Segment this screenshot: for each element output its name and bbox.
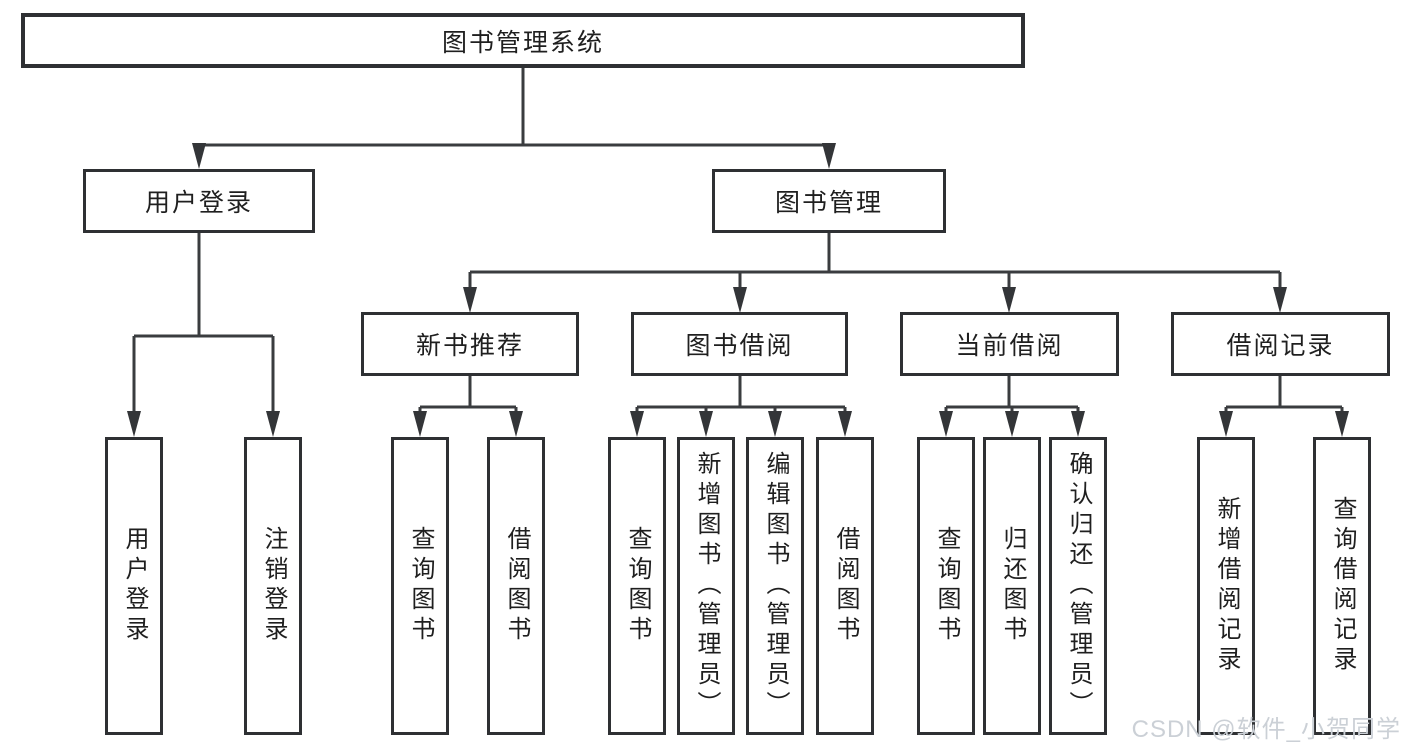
node-user-login: 用户登录: [83, 169, 315, 233]
leaf-borrow-books-1-label: 借阅图书: [503, 526, 530, 646]
node-root: 图书管理系统: [21, 13, 1025, 68]
node-user-login-label: 用户登录: [144, 189, 253, 217]
leaf-query-books-3-label: 查询图书: [933, 526, 960, 646]
leaf-user-login: 用户登录: [105, 437, 163, 735]
node-borrow-record: 借阅记录: [1171, 312, 1390, 376]
leaf-edit-books-admin-label: 编辑图书（管理员）: [762, 451, 789, 721]
node-new-book-recommend: 新书推荐: [361, 312, 579, 376]
node-borrow-record-label: 借阅记录: [1226, 332, 1335, 360]
node-root-label: 图书管理系统: [441, 28, 604, 57]
leaf-return-books: 归还图书: [983, 437, 1041, 735]
leaf-add-borrow-record-label: 新增借阅记录: [1213, 496, 1240, 676]
node-current-borrow-label: 当前借阅: [955, 332, 1064, 360]
leaf-query-books-2: 查询图书: [608, 437, 666, 735]
leaf-logout: 注销登录: [244, 437, 302, 735]
node-book-management-label: 图书管理: [774, 189, 883, 217]
leaf-query-books-3: 查询图书: [917, 437, 975, 735]
leaf-add-borrow-record: 新增借阅记录: [1197, 437, 1255, 735]
node-book-borrow-label: 图书借阅: [685, 332, 794, 360]
leaf-add-books-admin: 新增图书（管理员）: [677, 437, 735, 735]
leaf-return-books-label: 归还图书: [999, 526, 1026, 646]
leaf-confirm-return-admin-label: 确认归还（管理员）: [1065, 451, 1092, 721]
leaf-borrow-books-2-label: 借阅图书: [832, 526, 859, 646]
node-book-management: 图书管理: [712, 169, 946, 233]
leaf-query-books-1: 查询图书: [391, 437, 449, 735]
leaf-borrow-books-1: 借阅图书: [487, 437, 545, 735]
leaf-borrow-books-2: 借阅图书: [816, 437, 874, 735]
leaf-query-books-2-label: 查询图书: [624, 526, 651, 646]
node-current-borrow: 当前借阅: [900, 312, 1119, 376]
csdn-watermark: CSDN @软件_小贺同学: [1131, 716, 1401, 743]
leaf-user-login-label: 用户登录: [121, 526, 148, 646]
leaf-query-borrow-record-label: 查询借阅记录: [1329, 496, 1356, 676]
leaf-confirm-return-admin: 确认归还（管理员）: [1049, 437, 1107, 735]
leaf-edit-books-admin: 编辑图书（管理员）: [746, 437, 804, 735]
leaf-logout-label: 注销登录: [260, 526, 287, 646]
node-book-borrow: 图书借阅: [631, 312, 848, 376]
leaf-query-books-1-label: 查询图书: [407, 526, 434, 646]
leaf-add-books-admin-label: 新增图书（管理员）: [693, 451, 720, 721]
leaf-query-borrow-record: 查询借阅记录: [1313, 437, 1371, 735]
node-new-book-recommend-label: 新书推荐: [415, 332, 524, 360]
